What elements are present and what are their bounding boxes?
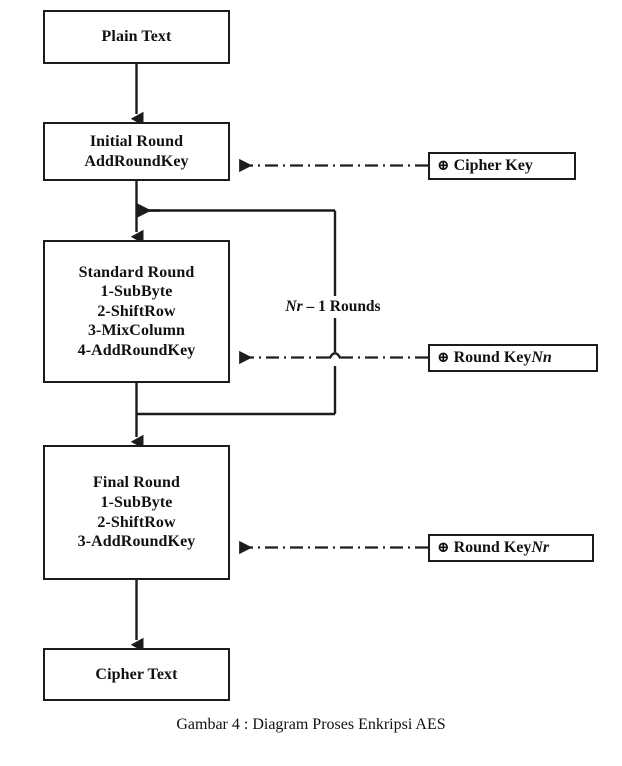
- loop-iteration-label: Nr – 1 Rounds: [258, 297, 408, 317]
- node-round-key-nr-italic: Nr: [531, 539, 550, 556]
- node-round-key-nn-italic: Nn: [531, 349, 552, 366]
- node-final-round-line-1: Final Round: [93, 474, 180, 492]
- node-initial-round[interactable]: Initial Round AddRoundKey: [43, 122, 230, 181]
- node-standard-round-line-1: Standard Round: [78, 263, 195, 281]
- loop-label-suffix: – 1 Rounds: [302, 298, 381, 315]
- node-round-key-nn-label: Round Key: [453, 349, 532, 366]
- node-round-key-nr[interactable]: ⊕ Round Key Nr: [428, 534, 594, 562]
- node-final-round-line-4: 3-AddRoundKey: [77, 533, 196, 551]
- xor-icon: ⊕: [437, 539, 450, 556]
- node-plain-text-line-1: Plain Text: [101, 28, 172, 46]
- node-final-round[interactable]: Final Round 1-SubByte 2-ShiftRow 3-AddRo…: [43, 445, 230, 580]
- node-final-round-line-3: 2-ShiftRow: [97, 513, 176, 531]
- xor-icon: ⊕: [437, 349, 450, 366]
- node-standard-round-line-2: 1-SubByte: [100, 283, 173, 301]
- loop-segment-right-bridge: [328, 352, 342, 360]
- node-standard-round[interactable]: Standard Round 1-SubByte 2-ShiftRow 3-Mi…: [43, 240, 230, 383]
- node-round-key-nr-label: Round Key: [453, 539, 532, 556]
- node-final-round-line-2: 1-SubByte: [100, 493, 173, 511]
- node-cipher-text-line-1: Cipher Text: [95, 665, 178, 683]
- node-plain-text[interactable]: Plain Text: [43, 10, 230, 64]
- node-standard-round-line-5: 4-AddRoundKey: [77, 341, 196, 359]
- node-initial-round-line-2: AddRoundKey: [84, 152, 189, 170]
- node-cipher-key-label: Cipher Key: [453, 157, 533, 174]
- node-cipher-key[interactable]: ⊕ Cipher Key: [428, 152, 576, 180]
- node-initial-round-line-1: Initial Round: [89, 132, 184, 150]
- loop-label-prefix: Nr: [285, 298, 303, 315]
- node-standard-round-line-4: 3-MixColumn: [87, 322, 186, 340]
- node-cipher-text[interactable]: Cipher Text: [43, 648, 230, 701]
- node-standard-round-line-3: 2-ShiftRow: [97, 302, 176, 320]
- node-round-key-nn[interactable]: ⊕ Round Key Nn: [428, 344, 598, 372]
- xor-icon: ⊕: [437, 157, 450, 174]
- figure-caption: Gambar 4 : Diagram Proses Enkripsi AES: [176, 716, 446, 733]
